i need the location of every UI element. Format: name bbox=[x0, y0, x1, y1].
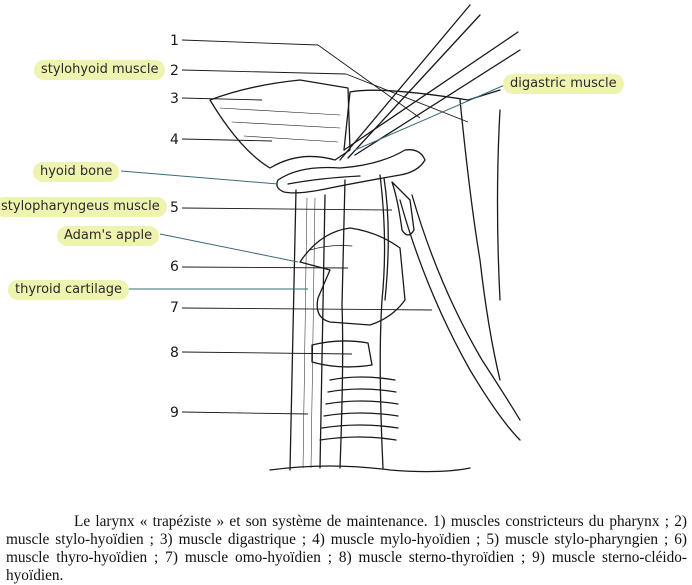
number-label: 8 bbox=[170, 345, 179, 361]
label-hyoid-bone: hyoid bone bbox=[33, 162, 120, 182]
label-adams-apple: Adam's apple bbox=[57, 226, 160, 246]
label-stylohyoid-muscle: stylohyoid muscle bbox=[34, 60, 166, 80]
number-label: 1 bbox=[170, 33, 179, 49]
number-labels: 1 2 3 4 5 6 7 8 9 bbox=[170, 33, 179, 421]
number-label: 6 bbox=[170, 259, 179, 275]
number-label: 2 bbox=[170, 63, 179, 79]
number-label: 7 bbox=[170, 300, 179, 316]
anatomy-drawing bbox=[209, 4, 521, 473]
larynx-diagram: 1 2 3 4 5 6 7 8 9 bbox=[120, 4, 521, 473]
label-digastric-muscle: digastric muscle bbox=[503, 74, 624, 94]
label-leader-lines bbox=[120, 83, 508, 290]
number-leader-lines bbox=[181, 39, 469, 415]
number-label: 4 bbox=[170, 132, 179, 148]
number-label: 3 bbox=[170, 91, 179, 107]
number-label: 9 bbox=[170, 405, 179, 421]
label-thyroid-cartilage: thyroid cartilage bbox=[8, 280, 130, 300]
label-stylopharyngeus-muscle: stylopharyngeus muscle bbox=[0, 197, 167, 217]
figure-caption: Le larynx « trapéziste » et son système … bbox=[6, 513, 687, 585]
number-label: 5 bbox=[170, 200, 179, 216]
